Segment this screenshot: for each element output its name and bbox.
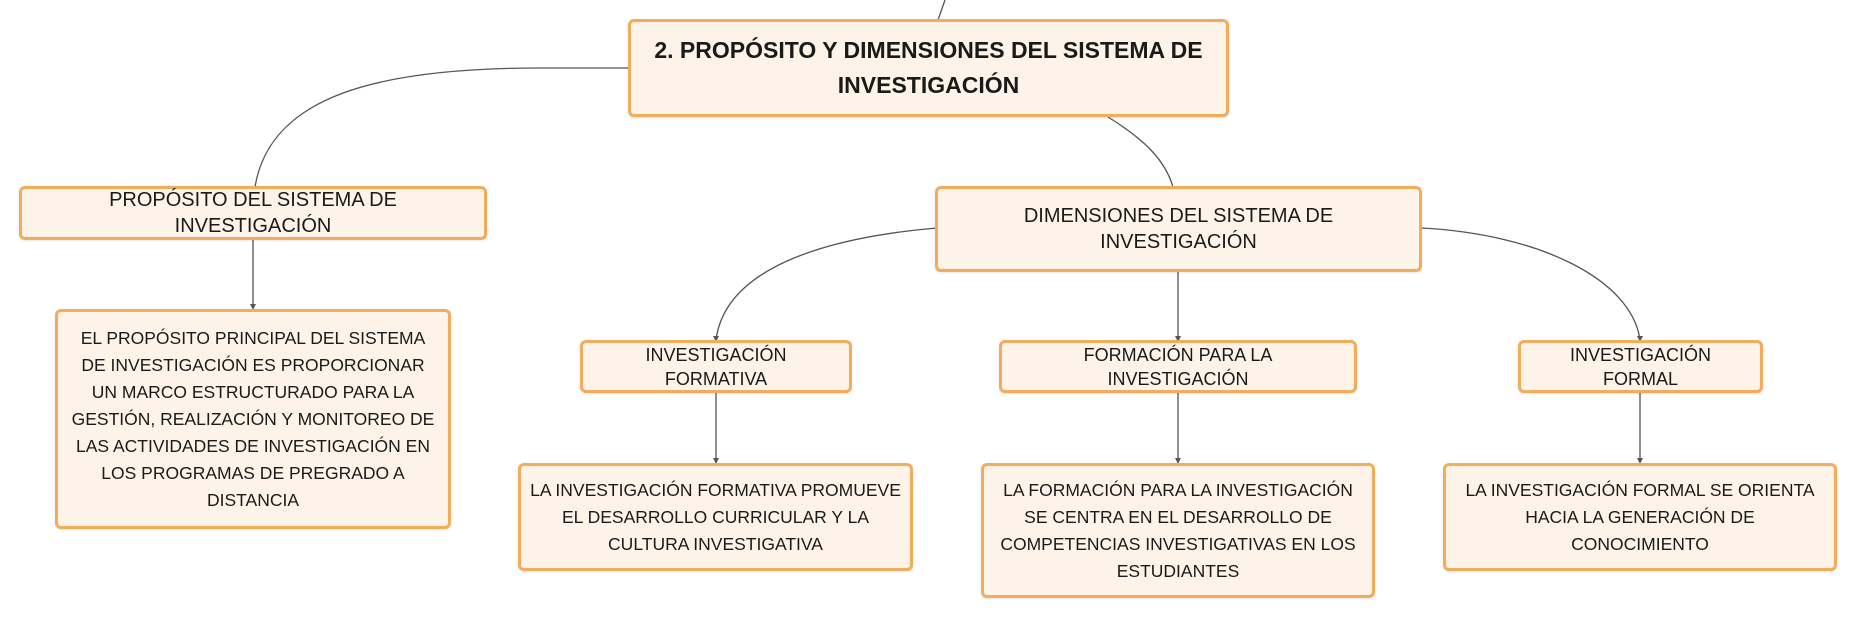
connector-top-incoming xyxy=(937,0,946,21)
proposito-description-node[interactable]: EL PROPÓSITO PRINCIPAL DEL SISTEMA DE IN… xyxy=(55,309,451,529)
dimensiones-topic-title: DIMENSIONES DEL SISTEMA DE INVESTIGACIÓN xyxy=(1023,205,1334,253)
investigacion-formativa-description-node[interactable]: LA INVESTIGACIÓN FORMATIVA PROMUEVE EL D… xyxy=(518,463,913,571)
investigacion-formativa-title: INVESTIGACIÓN FORMATIVA xyxy=(645,344,787,389)
proposito-topic-node[interactable]: PROPÓSITO DEL SISTEMA DE INVESTIGACIÓN xyxy=(19,186,487,240)
proposito-description-text: EL PROPÓSITO PRINCIPAL DEL SISTEMA DE IN… xyxy=(71,327,435,510)
connector-root-to-dimensiones xyxy=(1107,116,1174,188)
investigacion-formal-title: INVESTIGACIÓN FORMAL xyxy=(1569,344,1712,389)
investigacion-formativa-description-text: LA INVESTIGACIÓN FORMATIVA PROMUEVE EL D… xyxy=(530,479,901,554)
investigacion-formativa-node[interactable]: INVESTIGACIÓN FORMATIVA xyxy=(580,340,852,393)
investigacion-formal-description-node[interactable]: LA INVESTIGACIÓN FORMAL SE ORIENTA HACIA… xyxy=(1443,463,1837,571)
root-topic-node[interactable]: 2. PROPÓSITO Y DIMENSIONES DEL SISTEMA D… xyxy=(628,19,1229,117)
connector-root-to-proposito xyxy=(254,67,630,188)
formacion-investigacion-description-node[interactable]: LA FORMACIÓN PARA LA INVESTIGACIÓN SE CE… xyxy=(981,463,1375,598)
connector-dimensiones-to-formal xyxy=(1420,227,1641,341)
dimensiones-topic-node[interactable]: DIMENSIONES DEL SISTEMA DE INVESTIGACIÓN xyxy=(935,186,1422,272)
connector-dimensiones-to-formativa xyxy=(715,227,938,341)
investigacion-formal-node[interactable]: INVESTIGACIÓN FORMAL xyxy=(1518,340,1763,393)
formacion-investigacion-node[interactable]: FORMACIÓN PARA LA INVESTIGACIÓN xyxy=(999,340,1357,393)
proposito-topic-title: PROPÓSITO DEL SISTEMA DE INVESTIGACIÓN xyxy=(109,189,397,237)
investigacion-formal-description-text: LA INVESTIGACIÓN FORMAL SE ORIENTA HACIA… xyxy=(1465,479,1815,554)
root-topic-title: 2. PROPÓSITO Y DIMENSIONES DEL SISTEMA D… xyxy=(654,37,1203,98)
formacion-investigacion-title: FORMACIÓN PARA LA INVESTIGACIÓN xyxy=(1083,344,1273,389)
formacion-investigacion-description-text: LA FORMACIÓN PARA LA INVESTIGACIÓN SE CE… xyxy=(1000,479,1356,581)
